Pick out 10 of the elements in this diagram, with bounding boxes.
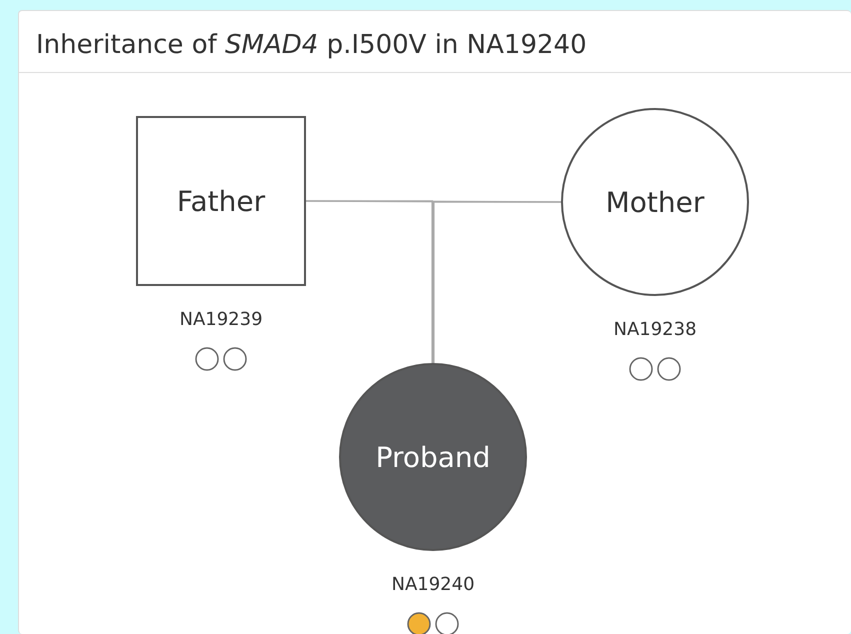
node-label: Father [176,184,266,218]
title: Inheritance of SMAD4 p.I500V in NA19240 [36,30,587,60]
sample-id: NA19240 [391,574,475,595]
sample-id: NA19239 [179,309,263,330]
node-label: Mother [606,186,704,218]
relationship-line [432,201,561,363]
node-label: Proband [376,440,490,474]
relationship-line [306,200,434,363]
male-square [136,116,306,286]
sample-id: NA19238 [613,319,697,340]
